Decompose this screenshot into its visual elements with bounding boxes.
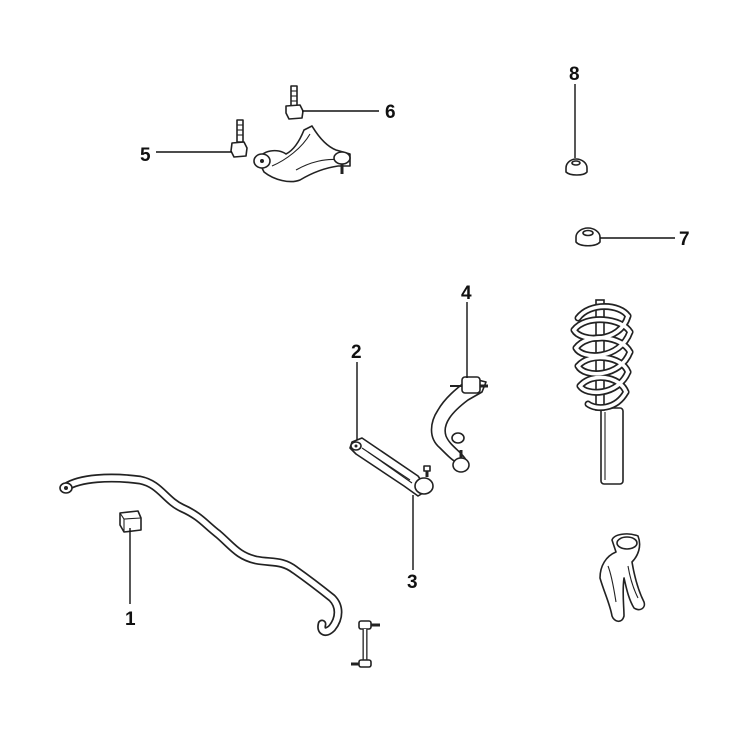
spring-seat — [575, 227, 601, 247]
stabilizer-bushing — [119, 510, 142, 533]
callout-6: 6 — [385, 102, 396, 123]
stabilizer-bar — [59, 473, 343, 636]
top-mount-bushing — [565, 158, 588, 176]
coil-spring — [570, 303, 634, 412]
callout-1: 1 — [125, 609, 136, 630]
callout-2: 2 — [351, 342, 362, 363]
upper-arm-bolt-6 — [285, 85, 304, 120]
upper-arm — [253, 125, 351, 183]
callout-5: 5 — [140, 145, 151, 166]
lower-wishbone — [430, 376, 488, 473]
callout-4: 4 — [461, 283, 472, 304]
callout-7: 7 — [679, 229, 690, 250]
upper-arm-bolt-5 — [230, 119, 248, 158]
lower-arm — [349, 437, 434, 497]
callout-3: 3 — [407, 572, 418, 593]
stabilizer-link — [351, 620, 380, 668]
knuckle — [599, 533, 646, 623]
callout-8: 8 — [569, 64, 580, 85]
